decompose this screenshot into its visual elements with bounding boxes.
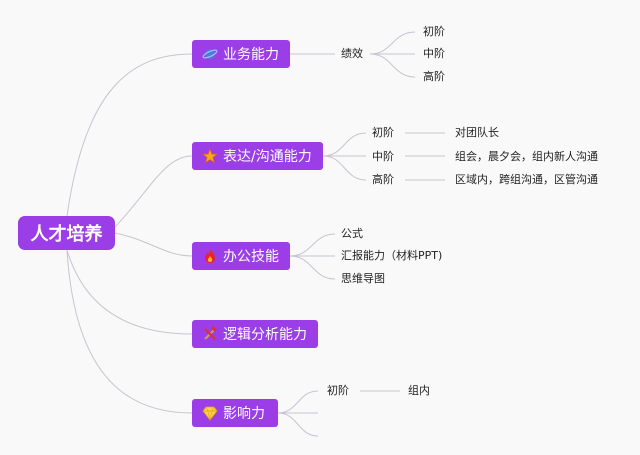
topic-performance[interactable]: 绩效 (341, 47, 363, 60)
connector-line (66, 249, 193, 414)
topic-reporting-ppt[interactable]: 汇报能力（材料PPT) (341, 249, 443, 262)
connector-line (369, 53, 416, 78)
topic-in-group[interactable]: 组内 (408, 384, 430, 397)
branch-node-communication[interactable]: 表达/沟通能力 (192, 142, 323, 170)
root-node-label: 人才培养 (30, 224, 103, 245)
connector-line (322, 132, 367, 157)
connector-line (322, 155, 367, 181)
topic-level-junior[interactable]: 初阶 (327, 384, 349, 397)
branch-label: 办公技能 (223, 249, 279, 265)
branch-node-influence[interactable]: 影响力 (192, 399, 278, 427)
topic-cross-group[interactable]: 区域内，跨组沟通，区管沟通 (455, 173, 598, 186)
topic-level-junior[interactable]: 初阶 (423, 25, 445, 38)
branch-node-logic[interactable]: 逻辑分析能力 (192, 320, 318, 348)
branch-node-business[interactable]: 业务能力 (192, 40, 290, 68)
branch-label: 业务能力 (223, 47, 279, 63)
topic-level-middle[interactable]: 中阶 (423, 47, 445, 60)
connector-line (277, 390, 319, 414)
connector-line (277, 412, 319, 437)
connector-line (114, 155, 193, 228)
fire-icon (202, 248, 218, 264)
connector-line (289, 233, 336, 257)
tools-icon (202, 326, 218, 342)
branch-label: 影响力 (223, 406, 265, 422)
diamond-icon (202, 405, 218, 421)
blue-planet-icon (202, 46, 218, 62)
connector-line (66, 249, 193, 335)
topic-team-leader[interactable]: 对团队长 (455, 126, 499, 139)
topic-level-junior[interactable]: 初阶 (372, 126, 394, 139)
branch-node-office-skills[interactable]: 办公技能 (192, 242, 290, 270)
connector-line (114, 232, 193, 257)
topic-formula[interactable]: 公式 (341, 227, 363, 240)
connector-line (289, 255, 336, 280)
connector-line (369, 31, 416, 55)
topic-level-senior[interactable]: 高阶 (372, 173, 394, 186)
connector-line (66, 53, 193, 217)
orange-star-icon (202, 148, 218, 164)
topic-mind-map[interactable]: 思维导图 (341, 272, 385, 285)
topic-level-senior[interactable]: 高阶 (423, 70, 445, 83)
branch-label: 逻辑分析能力 (223, 327, 307, 343)
topic-level-middle[interactable]: 中阶 (372, 150, 394, 163)
root-node[interactable]: 人才培养 (18, 216, 115, 250)
topic-group-meetings[interactable]: 组会，晨夕会，组内新人沟通 (455, 150, 598, 163)
branch-label: 表达/沟通能力 (223, 149, 312, 165)
